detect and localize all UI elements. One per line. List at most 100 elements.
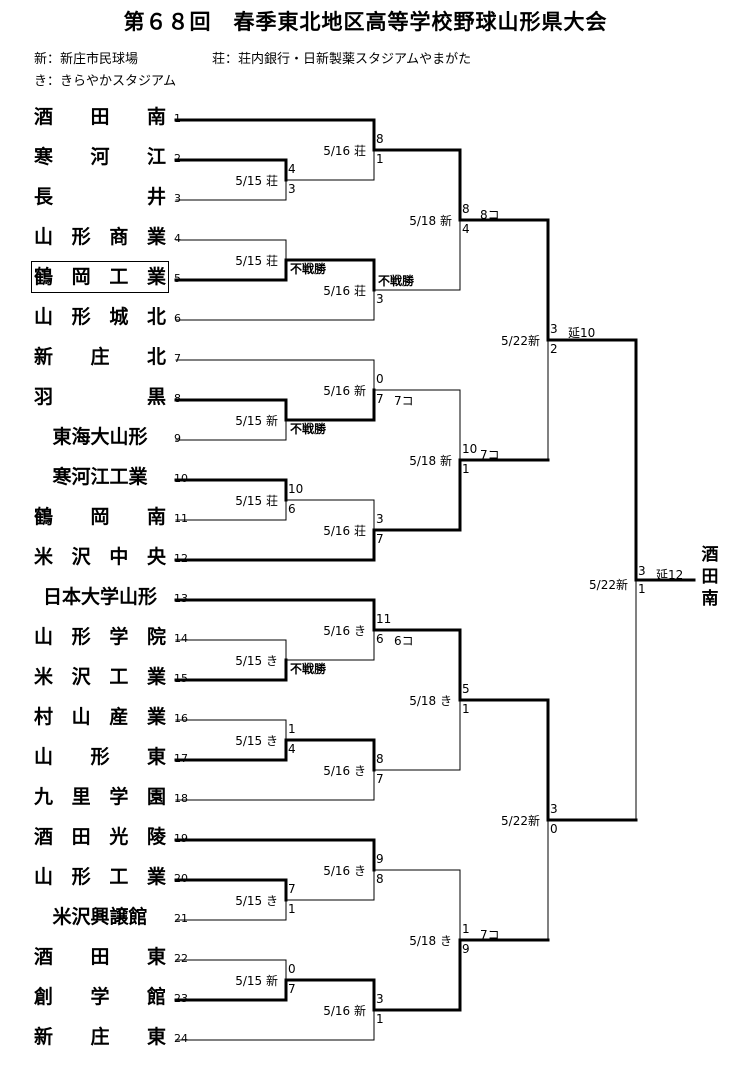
seed-number: 13 — [174, 592, 188, 605]
team-name-text: 寒河江工業 — [52, 466, 148, 488]
r2-score: 7 — [376, 772, 384, 786]
team-name-text: 新庄東 — [34, 1026, 166, 1048]
r1-score: 4 — [288, 742, 296, 756]
team-name-text: 九里学園 — [34, 786, 166, 808]
r2-score: 11 — [376, 612, 392, 626]
team-name-text: 新庄北 — [34, 346, 166, 368]
r1-score: 10 — [288, 482, 304, 496]
r4-score: 2 — [550, 342, 558, 356]
final-score: 1 — [638, 582, 646, 596]
seed-number: 8 — [174, 392, 181, 405]
legend-venue-sonai: 荘：荘内銀行・日新製薬スタジアムやまがた — [212, 52, 472, 67]
team-name: 山形学院 — [34, 624, 166, 650]
r1-date: 5/15 新 — [235, 974, 278, 988]
page-title: 第６８回 春季東北地区高等学校野球山形県大会 — [123, 10, 608, 34]
r2-score: 9 — [376, 852, 384, 866]
r2-date: 5/16 荘 — [323, 524, 366, 538]
team-name: 鶴岡工業 — [31, 261, 169, 293]
forfeit-label: 不戦勝 — [378, 274, 415, 288]
seed-number: 15 — [174, 672, 188, 685]
team-name-text: 村山産業 — [34, 706, 166, 728]
r1-date: 5/15 荘 — [235, 494, 278, 508]
seed-number: 3 — [174, 192, 181, 205]
r2-score: 1 — [376, 1012, 384, 1026]
team-name-text: 米沢興譲館 — [52, 906, 148, 928]
r2-date: 5/16 き — [323, 624, 366, 638]
seed-number: 4 — [174, 232, 181, 245]
r2-note: 7コ — [394, 394, 414, 408]
r1-date: 5/15 荘 — [235, 254, 278, 268]
forfeit-label: 不戦勝 — [290, 662, 327, 676]
r2-score: 7 — [376, 532, 384, 546]
r1-date: 5/15 新 — [235, 414, 278, 428]
seed-number: 22 — [174, 952, 188, 965]
champion-char: 酒 — [701, 545, 719, 565]
r3-score: 10 — [462, 442, 478, 456]
team-name: 村山産業 — [34, 704, 166, 730]
team-name-text: 日本大学山形 — [42, 586, 157, 608]
legend-venue-kirayaka: き：きらやかスタジアム — [34, 74, 177, 89]
team-name: 創学館 — [34, 984, 166, 1010]
forfeit-label: 不戦勝 — [290, 422, 327, 436]
team-name-text: 羽黒 — [34, 386, 166, 408]
r2-score: 7 — [376, 392, 384, 406]
seed-number: 1 — [174, 112, 181, 125]
r2-score: 8 — [376, 872, 384, 886]
r3-score: 8 — [462, 202, 470, 216]
seed-number: 14 — [174, 632, 188, 645]
r1-date: 5/15 き — [235, 894, 278, 908]
team-name-text: 鶴岡工業 — [34, 266, 166, 288]
team-name: 酒田光陵 — [34, 824, 166, 850]
r1-score: 4 — [288, 162, 296, 176]
team-name: 新庄北 — [34, 344, 166, 370]
team-name: 山形商業 — [34, 224, 166, 250]
team-name-text: 山形城北 — [34, 306, 166, 328]
seed-number: 16 — [174, 712, 188, 725]
team-name: 米沢工業 — [34, 664, 166, 690]
team-name: 九里学園 — [34, 784, 166, 810]
r2-score: 3 — [376, 292, 384, 306]
team-name: 寒河江 — [34, 144, 166, 170]
seed-number: 17 — [174, 752, 188, 765]
r2-date: 5/16 き — [323, 764, 366, 778]
r3-score: 1 — [462, 702, 470, 716]
r4-note: 延10 — [568, 326, 596, 340]
r3-date: 5/18 き — [409, 694, 452, 708]
legend-venue-shinjo: 新：新庄市民球場 — [34, 52, 139, 67]
r4-date: 5/22新 — [501, 334, 540, 348]
r3-score: 1 — [462, 922, 470, 936]
team-name-text: 米沢中央 — [34, 546, 166, 568]
team-name-text: 鶴岡南 — [34, 506, 166, 528]
seed-number: 5 — [174, 272, 181, 285]
team-name: 米沢興譲館 — [34, 904, 166, 930]
r4-score: 3 — [550, 322, 558, 336]
team-name-text: 山形商業 — [34, 226, 166, 248]
team-name: 新庄東 — [34, 1024, 166, 1050]
team-name: 山形東 — [34, 744, 166, 770]
champion-name: 酒田南 — [700, 544, 720, 610]
team-name-text: 寒河江 — [34, 146, 166, 168]
team-name: 酒田東 — [34, 944, 166, 970]
r2-score: 8 — [376, 132, 384, 146]
r1-date: 5/15 き — [235, 734, 278, 748]
r1-score: 1 — [288, 722, 296, 736]
r3-note: 7コ — [480, 928, 500, 942]
seed-number: 21 — [174, 912, 188, 925]
team-name: 酒田南 — [34, 104, 166, 130]
seed-number: 10 — [174, 472, 188, 485]
r1-score: 1 — [288, 902, 296, 916]
champion-char: 南 — [701, 589, 719, 609]
r2-score: 3 — [376, 992, 384, 1006]
seed-number: 23 — [174, 992, 188, 1005]
r2-score: 1 — [376, 152, 384, 166]
team-name: 東海大山形 — [34, 424, 166, 450]
team-name-text: 酒田光陵 — [34, 826, 166, 848]
r2-date: 5/16 新 — [323, 1004, 366, 1018]
r3-score: 1 — [462, 462, 470, 476]
r2-date: 5/16 き — [323, 864, 366, 878]
r2-score: 3 — [376, 512, 384, 526]
r3-note: 7コ — [480, 448, 500, 462]
final-score: 3 — [638, 564, 646, 578]
team-name-text: 山形東 — [34, 746, 166, 768]
